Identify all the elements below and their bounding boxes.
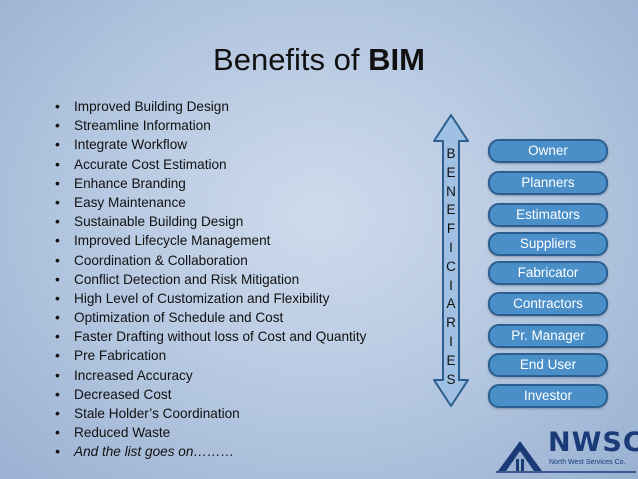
list-item: Accurate Cost Estimation <box>52 155 412 174</box>
list-item: Easy Maintenance <box>52 193 412 212</box>
vertical-letter: B <box>446 146 456 161</box>
beneficiary-pr-manager: Pr. Manager <box>488 324 608 348</box>
vertical-letter: I <box>449 333 453 349</box>
list-item: Improved Lifecycle Management <box>52 231 412 250</box>
list-item: Improved Building Design <box>52 97 412 116</box>
list-item-final: And the list goes on……… <box>52 442 412 461</box>
list-item: Conflict Detection and Risk Mitigation <box>52 270 412 289</box>
logo-tagline: North West Services Co. <box>549 459 626 466</box>
vertical-letter: E <box>446 202 456 218</box>
vertical-letter: N <box>446 183 456 199</box>
nwsc-logo-icon <box>496 441 636 473</box>
slide-title: Benefits of BIM <box>0 40 638 80</box>
vertical-letter: E <box>446 164 456 180</box>
list-item: Integrate Workflow <box>52 135 412 154</box>
vertical-letter: C <box>446 258 456 274</box>
list-item: Faster Drafting without loss of Cost and… <box>52 327 412 346</box>
list-item: Optimization of Schedule and Cost <box>52 308 412 327</box>
beneficiaries-vertical-label: B E N E F I C I A R I E S <box>432 145 470 389</box>
vertical-letter: I <box>449 239 453 255</box>
beneficiary-contractors: Contractors <box>488 292 608 316</box>
vertical-letter: E <box>446 352 456 368</box>
beneficiary-estimators: Estimators <box>488 203 608 227</box>
title-normal: Benefits of <box>213 42 369 77</box>
logo-wordmark: NWSC <box>548 427 638 458</box>
beneficiary-owner: Owner <box>488 139 608 163</box>
list-item: Coordination & Collaboration <box>52 251 412 270</box>
vertical-letter: F <box>446 221 456 237</box>
double-arrow-icon <box>433 114 469 407</box>
list-item: Decreased Cost <box>52 385 412 404</box>
vertical-letter: A <box>446 296 456 312</box>
list-item: Stale Holder’s Coordination <box>52 404 412 423</box>
list-item: Reduced Waste <box>52 423 412 442</box>
beneficiary-planners: Planners <box>488 171 608 195</box>
list-item: High Level of Customization and Flexibil… <box>52 289 412 308</box>
list-item: Streamline Information <box>52 116 412 135</box>
benefits-list: Improved Building Design Streamline Info… <box>52 97 412 462</box>
beneficiary-investor: Investor <box>488 384 608 408</box>
list-item: Increased Accuracy <box>52 366 412 385</box>
vertical-letter: R <box>446 315 456 331</box>
list-item: Pre Fabrication <box>52 346 412 365</box>
vertical-letter: S <box>446 371 456 387</box>
list-item: Enhance Branding <box>52 174 412 193</box>
title-bold: BIM <box>368 42 425 77</box>
beneficiary-fabricator: Fabricator <box>488 261 608 285</box>
beneficiary-suppliers: Suppliers <box>488 232 608 256</box>
vertical-letter: I <box>449 277 453 293</box>
list-item: Sustainable Building Design <box>52 212 412 231</box>
beneficiary-end-user: End User <box>488 353 608 377</box>
